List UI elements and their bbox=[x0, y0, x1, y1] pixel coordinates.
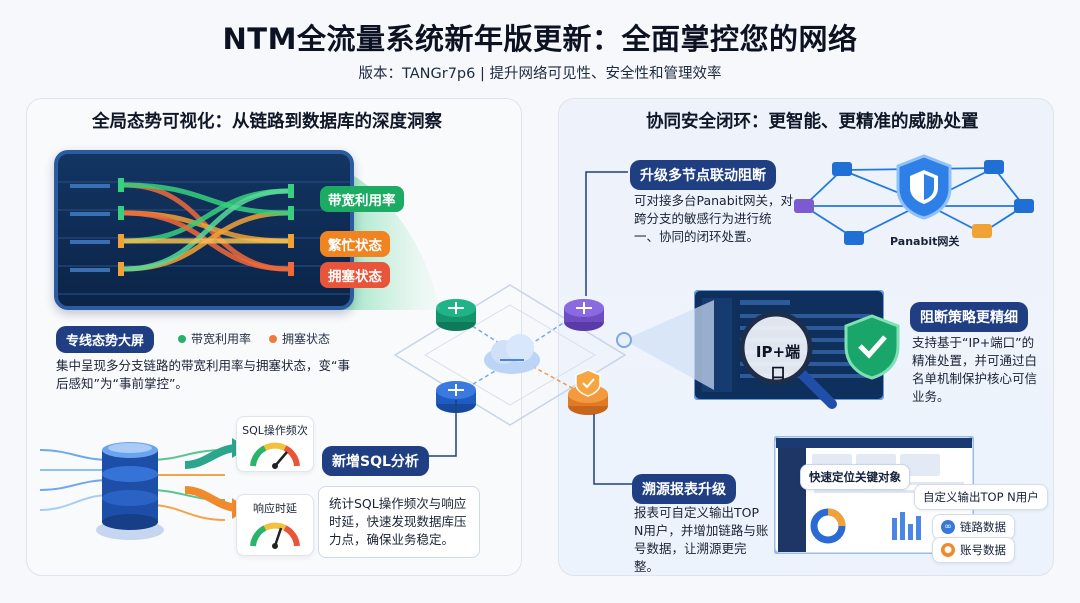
page-title: NTM全流量系统新年版更新：全面掌控您的网络 bbox=[222, 22, 858, 56]
link-data-chip: ∞ 链路数据 bbox=[932, 514, 1015, 540]
report-upgrade-description: 报表可自定义输出TOP N用户，并增加链路与账号数据，让溯源更完整。 bbox=[634, 505, 769, 574]
sql-analysis-description: 统计SQL操作频次与响应时延，快速发现数据库压力点，确保业务稳定。 bbox=[318, 486, 480, 558]
sql-frequency-label: SQL操作频次 bbox=[242, 424, 308, 437]
link-flow-chart bbox=[58, 178, 350, 295]
shield-check-icon bbox=[844, 314, 900, 380]
router-icon-green bbox=[436, 299, 476, 331]
left-section-title: 全局态势可视化：从链路到数据库的深度洞察 bbox=[92, 112, 442, 132]
link-data-label: 链路数据 bbox=[960, 520, 1006, 534]
sql-connector-line bbox=[420, 400, 457, 457]
magnifier-beam bbox=[616, 300, 714, 390]
account-icon: ● bbox=[941, 543, 955, 557]
database-icon bbox=[40, 442, 226, 540]
custom-topn-chip: 自定义输出TOP N用户 bbox=[914, 484, 1048, 510]
precise-policy-label: 阻断策略更精细 bbox=[910, 302, 1028, 332]
gauge-dial-icon bbox=[250, 522, 300, 549]
sql-frequency-gauge: SQL操作频次 bbox=[236, 416, 314, 472]
account-data-label: 账号数据 bbox=[960, 543, 1006, 557]
legend-bandwidth-dot bbox=[178, 334, 186, 343]
panabit-gateway-label: Panabit网关 bbox=[890, 235, 960, 248]
legend-congestion: 拥塞状态 bbox=[269, 330, 330, 347]
page-subtitle: 版本：TANGr7p6 | 提升网络可见性、安全性和管理效率 bbox=[358, 66, 722, 82]
security-router-icon bbox=[568, 369, 608, 415]
report-connector-line bbox=[593, 414, 636, 485]
gauge-dial-icon bbox=[250, 442, 300, 469]
multi-node-block-description: 可对接多台Panabit网关，对跨分支的敏感行为进行统一、协同的闭环处置。 bbox=[634, 193, 794, 244]
legend-bandwidth-label: 带宽利用率 bbox=[191, 332, 252, 346]
link-dashboard-screen bbox=[54, 150, 354, 310]
congestion-tag: 拥塞状态 bbox=[320, 262, 390, 288]
multi-node-block-label: 升级多节点联动阻断 bbox=[630, 160, 776, 190]
router-icon-purple bbox=[564, 299, 604, 331]
dashboard-description: 集中呈现多分支链路的带宽利用率与拥塞状态，变“事后感知”为“事前掌控”。 bbox=[56, 358, 350, 391]
magnifier-icon bbox=[739, 311, 837, 409]
legend-congestion-dot bbox=[269, 334, 277, 343]
dashboard-label: 专线态势大屏 bbox=[56, 326, 155, 353]
link-icon: ∞ bbox=[941, 520, 955, 534]
report-upgrade-label: 溯源报表升级 bbox=[632, 474, 736, 504]
legend-bandwidth: 带宽利用率 bbox=[178, 330, 251, 347]
bandwidth-tag: 带宽利用率 bbox=[320, 186, 404, 212]
gateway-network-diagram bbox=[794, 154, 1034, 245]
precise-policy-description: 支持基于“IP+端口”的精准处置，并可通过白名单机制保护核心可信业务。 bbox=[912, 335, 1038, 404]
router-icon-blue bbox=[436, 381, 476, 413]
response-latency-label: 响应时延 bbox=[253, 502, 297, 515]
ip-port-label: IP+端口 bbox=[755, 343, 801, 382]
legend-congestion-label: 拥塞状态 bbox=[282, 332, 331, 346]
quick-locate-chip: 快速定位关键对象 bbox=[800, 464, 910, 490]
busy-tag: 繁忙状态 bbox=[320, 231, 390, 257]
response-latency-gauge: 响应时延 bbox=[236, 494, 314, 556]
sql-analysis-label: 新增SQL分析 bbox=[322, 446, 429, 476]
account-data-chip: ● 账号数据 bbox=[932, 537, 1015, 563]
block-connector-line bbox=[585, 171, 628, 296]
right-section-title: 协同安全闭环：更智能、更精准的威胁处置 bbox=[646, 112, 979, 132]
